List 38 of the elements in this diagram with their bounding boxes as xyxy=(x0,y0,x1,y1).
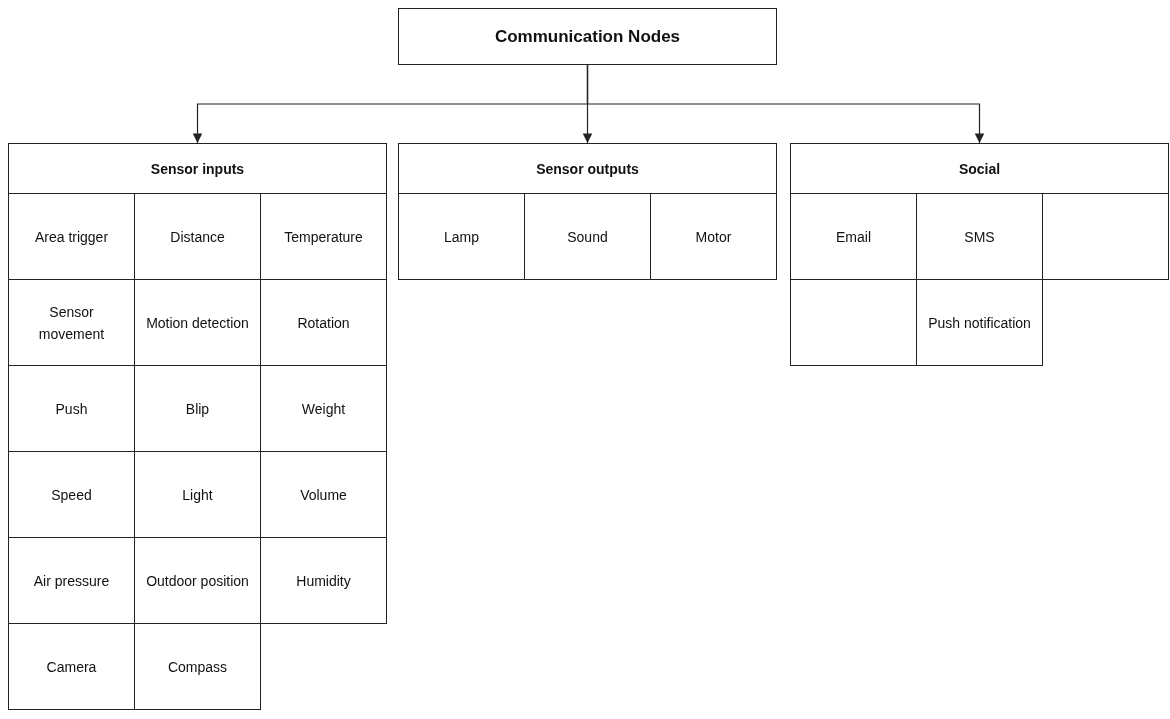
arrow xyxy=(586,64,985,144)
cell-label: Speed xyxy=(50,485,93,505)
group-header-box xyxy=(8,143,387,194)
cell-label: Rotation xyxy=(296,313,351,333)
cell-label: Humidity xyxy=(295,571,352,591)
cell-label: Area trigger xyxy=(33,227,110,247)
grid-cell xyxy=(916,279,1043,366)
cell-label: Motion detection xyxy=(145,313,250,333)
grid-cell xyxy=(134,623,261,710)
cell-label: Blip xyxy=(184,399,211,419)
grid-cell xyxy=(260,537,387,624)
cell-label: Sound xyxy=(566,227,609,247)
root-title: Communication Nodes xyxy=(494,26,681,47)
grid-cell xyxy=(650,193,777,280)
root-box xyxy=(398,8,777,65)
cell-label: Motor xyxy=(694,227,733,247)
grid-cell xyxy=(8,623,135,710)
group-heading: Sensor inputs xyxy=(150,160,245,177)
cell-label: Distance xyxy=(169,227,226,247)
cell-label: Camera xyxy=(45,657,98,677)
cell-label: Outdoor position xyxy=(145,571,250,591)
group-header-box xyxy=(790,143,1169,194)
cell-label: Sensor movement xyxy=(37,302,106,344)
cell-label: Air pressure xyxy=(32,571,111,591)
cell-label: Email xyxy=(835,227,872,247)
group-heading: Social xyxy=(958,160,1001,177)
cell-label: Push xyxy=(54,399,89,419)
cell-label: Light xyxy=(181,485,214,505)
group-header-box xyxy=(398,143,777,194)
cell-label: Compass xyxy=(166,657,229,677)
group-heading: Sensor outputs xyxy=(536,160,639,177)
cell-label: Volume xyxy=(299,485,348,505)
cell-label: SMS xyxy=(963,227,996,247)
cell-label: Weight xyxy=(300,399,347,419)
cell-label: Temperature xyxy=(283,227,364,247)
cell-label: Push notification xyxy=(927,313,1032,333)
grid-cell xyxy=(398,193,525,280)
cell-label: Lamp xyxy=(443,227,480,247)
